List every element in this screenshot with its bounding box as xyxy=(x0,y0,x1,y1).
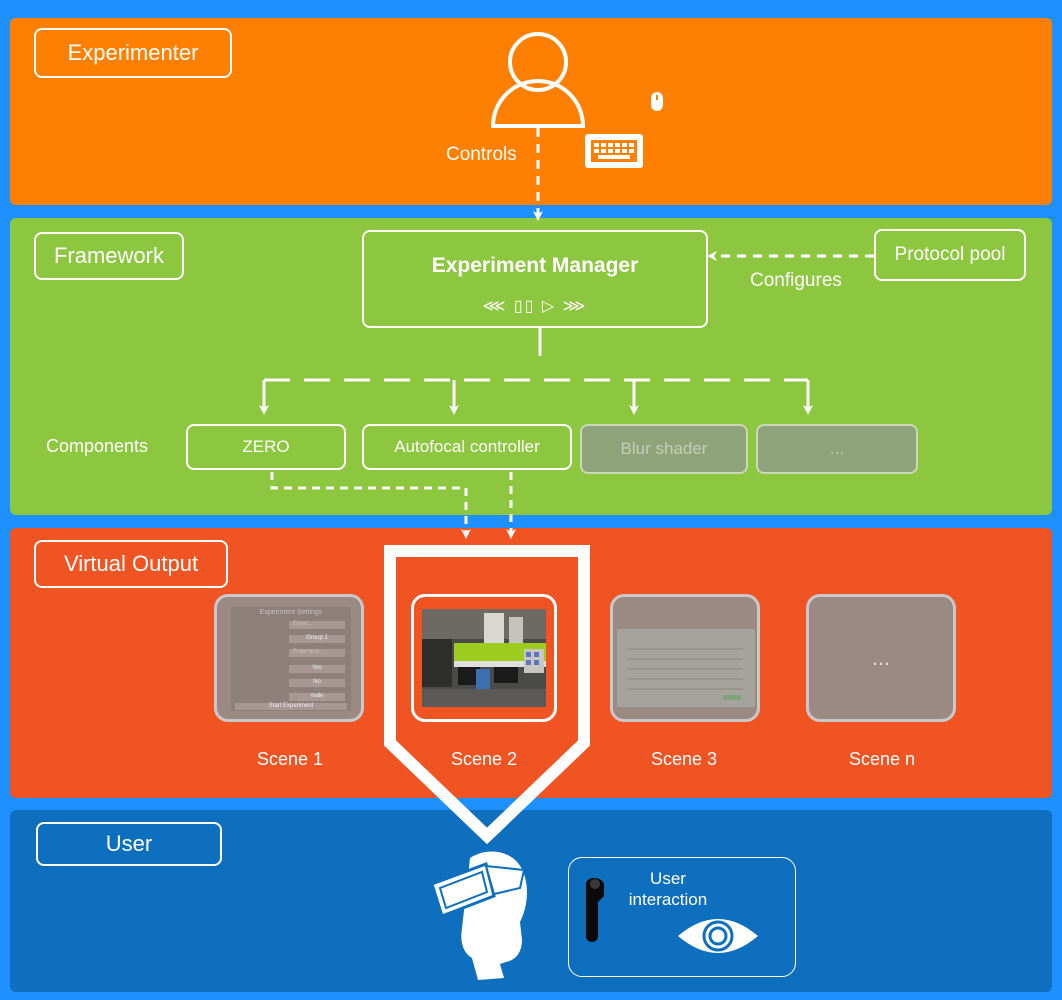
controls-label: Controls xyxy=(446,144,517,165)
scene-2-label: Scene 2 xyxy=(450,749,518,769)
scene-3-label: Scene 3 xyxy=(650,749,718,769)
components-label: Components xyxy=(46,436,149,456)
vr-headset-user-icon xyxy=(430,851,527,980)
configures-label: Configures xyxy=(750,270,842,291)
manager-to-components-arrows xyxy=(259,328,813,415)
experimenter-band xyxy=(10,18,1052,205)
component-blur-shader: Blur shader xyxy=(580,424,748,474)
scene-3-thumbnail xyxy=(610,594,760,722)
experimenter-section-label: Experimenter xyxy=(34,28,232,78)
eye-icon xyxy=(678,919,758,953)
mouse-icon xyxy=(651,92,663,111)
scene-1-label: Scene 1 xyxy=(256,749,324,769)
scene-2-thumbnail xyxy=(411,594,557,722)
components-to-scene-arrows xyxy=(270,472,516,539)
media-controls: ⋘ ▯▯ ▷ ⋙ xyxy=(482,298,588,315)
scene-2-office-preview xyxy=(422,609,546,707)
experiment-manager-title: Experiment Manager xyxy=(431,254,639,277)
person-icon xyxy=(490,32,586,128)
user-interaction-box: User interaction xyxy=(568,857,796,977)
component-more: ... xyxy=(756,424,918,474)
scene-selection-pointer xyxy=(384,545,590,845)
user-interaction-label: User interaction xyxy=(628,869,708,909)
component-autofocal-controller: Autofocal controller xyxy=(362,424,572,470)
framework-section-label: Framework xyxy=(34,232,184,280)
virtual-output-section-label: Virtual Output xyxy=(34,540,228,588)
user-section-label: User xyxy=(36,822,222,866)
scene-n-placeholder: ... xyxy=(871,645,891,670)
protocol-pool-box: Protocol pool xyxy=(874,229,1026,281)
scene-1-preview: Experiment Settings Enter... Group 1 Ent… xyxy=(231,607,351,711)
component-zero: ZERO xyxy=(186,424,346,470)
keyboard-icon xyxy=(585,134,643,168)
vr-controller-icon xyxy=(586,878,604,942)
scene-n-label: Scene n xyxy=(848,749,916,769)
scene-1-thumbnail: Experiment Settings Enter... Group 1 Ent… xyxy=(214,594,364,722)
scene-3-settings-preview xyxy=(617,629,755,707)
user-band xyxy=(10,810,1052,992)
experiment-manager-box: Experiment Manager ⋘ ▯▯ ▷ ⋙ xyxy=(362,230,708,328)
scene-n-thumbnail: ... xyxy=(806,594,956,722)
